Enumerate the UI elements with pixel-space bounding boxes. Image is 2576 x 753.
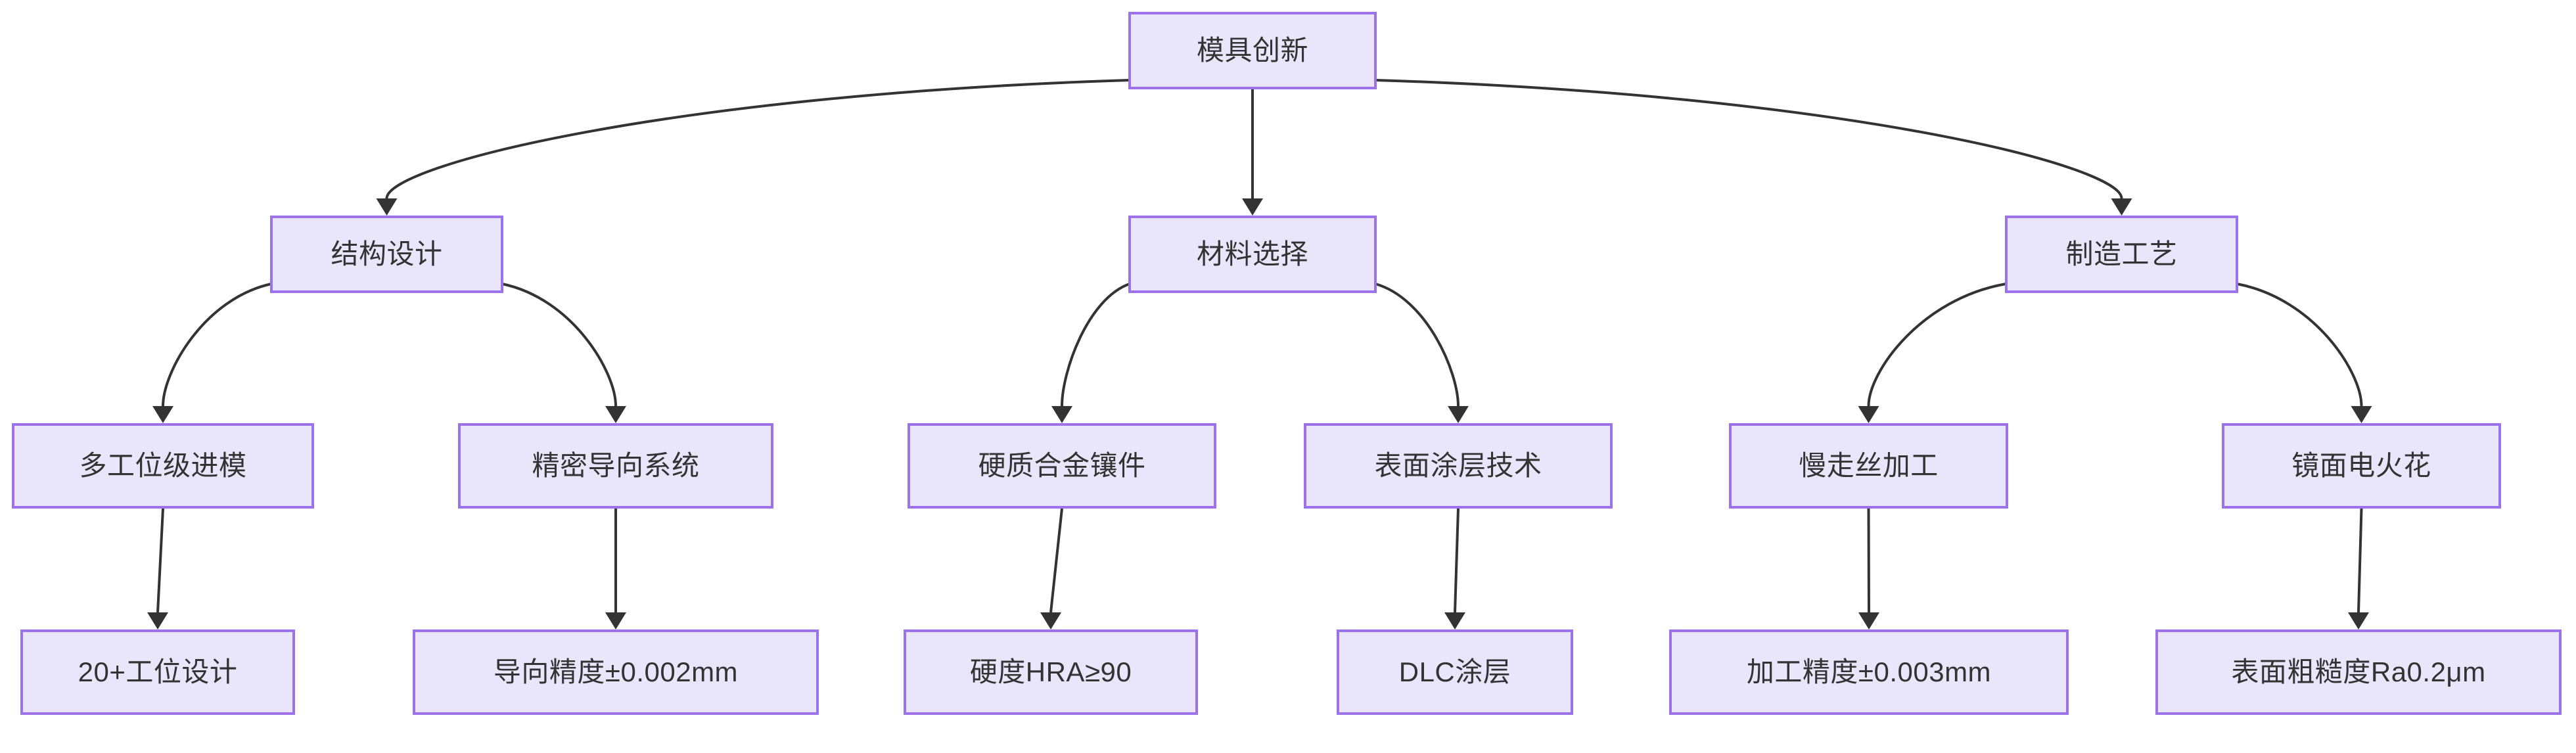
flow-node-root[interactable]: 模具创新 [1128, 12, 1377, 89]
flow-node-l3a[interactable]: 20+工位设计 [20, 629, 295, 715]
flow-node-l1c[interactable]: 制造工艺 [2005, 216, 2238, 293]
flow-node-label: 镜面电火花 [2291, 449, 2431, 481]
flow-node-label: 材料选择 [1196, 238, 1308, 269]
flow-node-l1a[interactable]: 结构设计 [270, 216, 503, 293]
flow-node-label: 多工位级进模 [79, 449, 247, 481]
flow-node-l2c[interactable]: 硬质合金镶件 [908, 423, 1216, 509]
flow-node-label: 加工精度±0.003mm [1746, 656, 1992, 687]
flow-node-label: DLC涂层 [1398, 656, 1511, 687]
flow-node-l2f[interactable]: 镜面电火花 [2222, 423, 2501, 509]
flow-node-l3e[interactable]: 加工精度±0.003mm [1669, 629, 2069, 715]
flow-node-label: 制造工艺 [2065, 238, 2178, 269]
flow-node-label: 表面涂层技术 [1374, 449, 1542, 481]
flow-node-l2e[interactable]: 慢走丝加工 [1729, 423, 2008, 509]
flow-node-l3c[interactable]: 硬度HRA≥90 [904, 629, 1198, 715]
flow-node-l2a[interactable]: 多工位级进模 [12, 423, 314, 509]
flow-node-l2b[interactable]: 精密导向系统 [458, 423, 773, 509]
flow-node-label: 硬质合金镶件 [978, 449, 1146, 481]
flow-node-l2d[interactable]: 表面涂层技术 [1304, 423, 1613, 509]
flow-node-l3f[interactable]: 表面粗糙度Ra0.2μm [2155, 629, 2562, 715]
flow-node-label: 表面粗糙度Ra0.2μm [2231, 656, 2486, 687]
flow-node-l1b[interactable]: 材料选择 [1128, 216, 1377, 293]
flow-node-label: 结构设计 [331, 238, 443, 269]
flow-node-l3b[interactable]: 导向精度±0.002mm [413, 629, 819, 715]
flow-node-label: 精密导向系统 [532, 449, 700, 481]
flow-node-l3d[interactable]: DLC涂层 [1337, 629, 1573, 715]
flow-node-label: 模具创新 [1196, 34, 1308, 66]
flow-node-label: 硬度HRA≥90 [969, 656, 1132, 687]
flow-node-label: 慢走丝加工 [1799, 449, 1939, 481]
flow-node-label: 20+工位设计 [78, 656, 238, 687]
flow-node-label: 导向精度±0.002mm [493, 656, 739, 687]
